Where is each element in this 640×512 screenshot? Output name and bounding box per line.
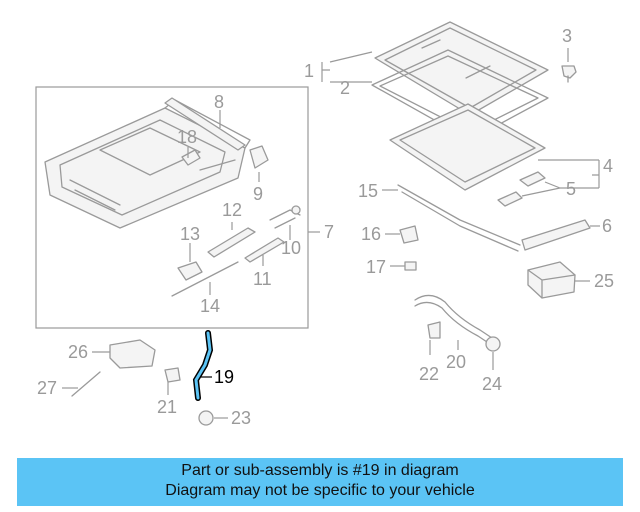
part-24-grommet xyxy=(485,336,501,352)
callout-15: 15 xyxy=(358,181,378,201)
part-20-hose xyxy=(414,294,493,345)
sunroof-frame xyxy=(44,99,251,229)
part-11-guide xyxy=(244,237,285,263)
callout-3: 3 xyxy=(562,26,572,46)
callout-25: 25 xyxy=(594,271,614,291)
callout-2: 2 xyxy=(340,78,350,98)
callout-10: 10 xyxy=(281,238,301,258)
part-26-module xyxy=(109,339,156,369)
banner-line-2: Diagram may not be specific to your vehi… xyxy=(165,482,475,499)
callout-13: 13 xyxy=(180,224,200,244)
leader-lines xyxy=(62,48,600,419)
callout-4: 4 xyxy=(603,156,613,176)
callout-6: 6 xyxy=(602,216,612,236)
callout-8: 8 xyxy=(214,92,224,112)
part-21-clip xyxy=(164,367,181,383)
part-10-motor xyxy=(269,205,301,229)
callout-17: 17 xyxy=(366,257,386,277)
part-23-grommet xyxy=(198,410,214,426)
part-25-module xyxy=(527,261,576,299)
part-18-clip xyxy=(181,149,201,166)
callout-22: 22 xyxy=(419,364,439,384)
callout-11: 11 xyxy=(253,269,272,289)
part-4-deflector xyxy=(389,103,546,191)
callout-5: 5 xyxy=(566,179,576,199)
callout-27: 27 xyxy=(37,378,57,398)
part-19-drain-hose-highlight[interactable] xyxy=(192,330,214,401)
part-16-pad xyxy=(399,225,419,244)
callout-26: 26 xyxy=(68,342,88,362)
part-6-bracket xyxy=(521,219,591,251)
part-13-block xyxy=(177,261,203,281)
callout-14: 14 xyxy=(200,296,220,316)
callout-20: 20 xyxy=(446,352,466,372)
callout-23: 23 xyxy=(231,408,251,428)
callout-19: 19 xyxy=(214,367,234,387)
callout-16: 16 xyxy=(361,224,381,244)
part-5-clips xyxy=(497,171,546,207)
part-22-clip xyxy=(427,321,441,339)
part-17-clip xyxy=(404,261,417,271)
callout-12: 12 xyxy=(222,200,242,220)
part-27-tube xyxy=(71,371,101,397)
callout-1: 1 xyxy=(304,61,314,81)
callout-9: 9 xyxy=(253,184,263,204)
callout-7: 7 xyxy=(324,222,334,242)
callout-18: 18 xyxy=(177,127,197,147)
banner-line-1: Part or sub-assembly is #19 in diagram xyxy=(181,462,459,479)
part-12-guide xyxy=(207,227,256,258)
frame-inset-box xyxy=(35,86,309,329)
part-8-rail xyxy=(164,97,246,151)
part-15-drain xyxy=(397,184,521,252)
callout-24: 24 xyxy=(482,374,502,394)
callout-21: 21 xyxy=(157,397,177,417)
part-14-cable xyxy=(171,261,239,297)
part-9-bracket xyxy=(249,145,269,169)
part-3-bolt xyxy=(561,65,577,83)
parts-diagram: 1 2 3 4 5 6 7 8 9 10 11 12 13 14 15 16 1… xyxy=(35,21,614,428)
part-info-banner: Part or sub-assembly is #19 in diagram D… xyxy=(17,458,623,506)
